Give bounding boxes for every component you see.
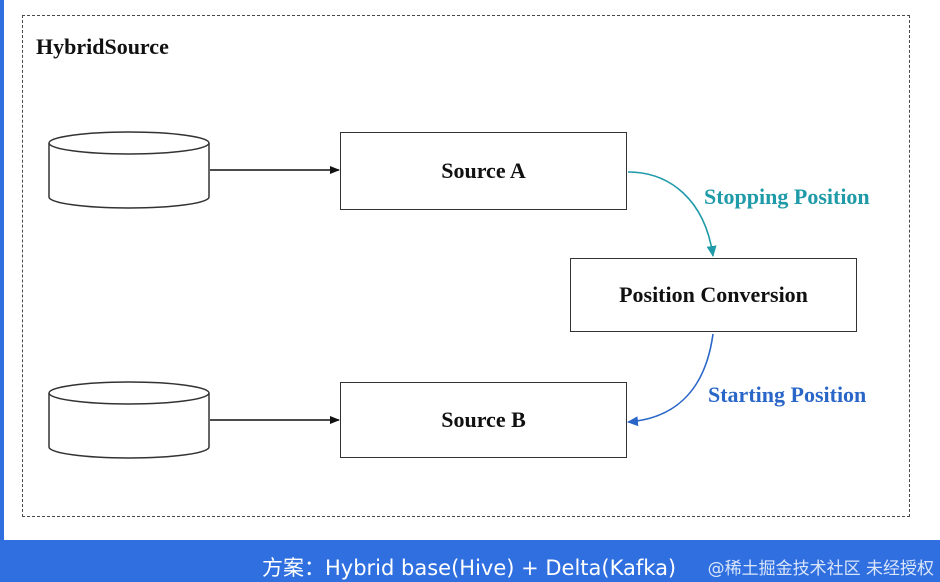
position-conversion-node: Position Conversion [570, 258, 857, 332]
arrow-stopping-position [627, 171, 717, 257]
source-a-node: Source A [340, 132, 627, 210]
source-b-node: Source B [340, 382, 627, 458]
footer-banner [0, 540, 940, 582]
left-accent-bar [0, 0, 4, 540]
database-b-icon [48, 381, 210, 459]
source-b-label: Source B [441, 407, 526, 432]
stopping-position-label: Stopping Position [704, 184, 870, 209]
footer-caption: 方案：Hybrid base(Hive) + Delta(Kafka) [262, 556, 677, 580]
position-conversion-label: Position Conversion [619, 282, 808, 307]
footer-watermark: @稀土掘金技术社区 未经授权 [707, 559, 934, 579]
arrow-starting-position [627, 333, 714, 427]
starting-position-label: Starting Position [708, 382, 867, 407]
hybridsource-frame [22, 15, 910, 517]
source-a-label: Source A [441, 158, 526, 183]
frame-title: HybridSource [36, 34, 169, 59]
database-a-icon [48, 131, 210, 209]
